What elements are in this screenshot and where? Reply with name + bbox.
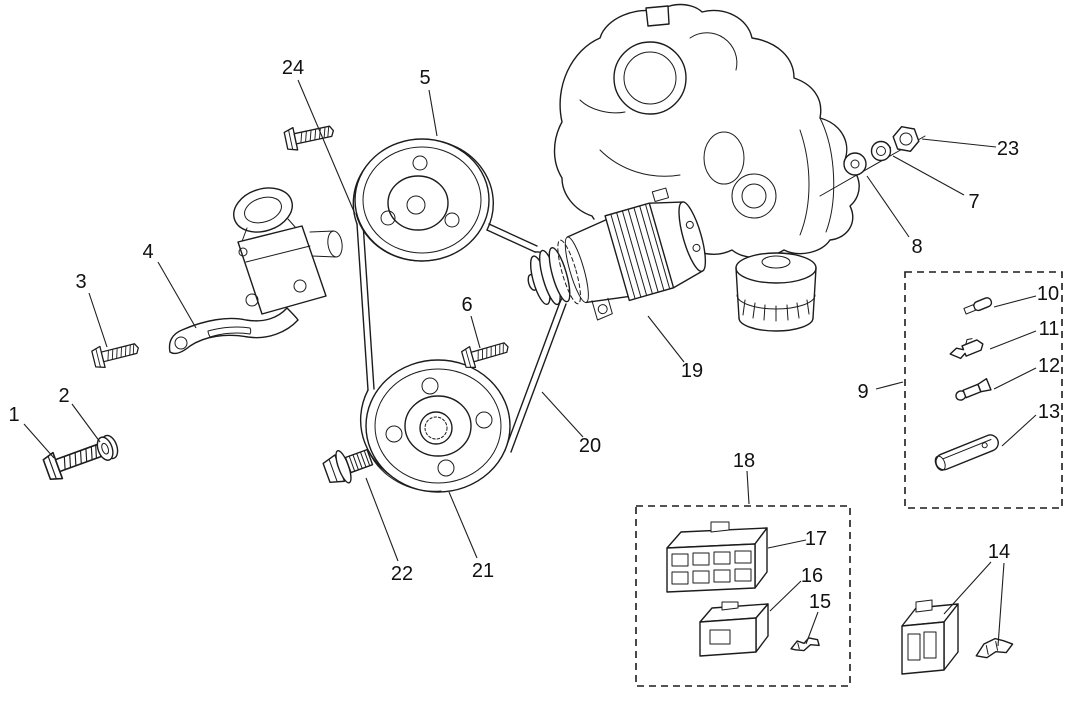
leader-line-22 [365,477,399,562]
leader-line-19 [647,315,685,363]
leader-line-16 [769,580,802,612]
callout-11: 11 [1039,318,1060,340]
callout-10: 10 [1037,283,1059,305]
leader-lines [23,79,1037,647]
leader-line-9 [875,381,904,390]
callout-15: 15 [809,591,831,613]
leader-line-13 [1001,414,1037,447]
callout-13: 13 [1038,401,1060,423]
leader-line-4 [157,261,197,329]
callout-3: 3 [75,271,86,293]
callout-22: 22 [391,563,413,585]
terminal-11 [949,338,984,360]
callout-6: 6 [461,294,472,316]
leader-line-18 [746,470,750,505]
lock-washer-7 [870,140,892,162]
leader-line-3 [88,292,108,348]
engine-block [553,3,860,259]
callout-16: 16 [801,565,823,587]
callout-23: 23 [997,138,1019,160]
leader-line-23 [921,138,997,148]
leader-line-2 [71,403,101,443]
callout-20: 20 [579,435,601,457]
terminal-15 [790,637,820,652]
leader-line-6 [470,315,481,349]
connector-17 [666,521,768,593]
group-boxes [635,271,1063,687]
terminal-12 [955,377,992,401]
callout-24: 24 [282,57,304,79]
callout-4: 4 [142,241,153,263]
leader-line-14 [943,561,992,615]
callout-9: 9 [857,381,868,403]
leader-line-17 [767,539,807,549]
crankshaft-pulley [365,359,511,493]
leader-line-20 [541,391,584,438]
nut-23 [892,126,920,152]
leader-line-10 [993,295,1037,308]
terminal-10 [963,297,993,315]
sleeve-13 [934,434,999,471]
alternator [527,187,711,321]
leader-line-11 [989,330,1037,350]
bolt-3 [90,336,142,371]
bolt-24 [282,118,337,153]
callout-8: 8 [911,236,922,258]
leader-line-7 [892,155,965,196]
washer-2 [96,434,119,461]
callout-18: 18 [733,450,755,472]
terminal-14 [975,637,1014,659]
callout-21: 21 [472,560,494,582]
connector-16 [699,601,769,657]
callout-5: 5 [419,67,430,89]
leader-line-1 [23,423,55,459]
callout-14: 14 [988,541,1010,563]
leader-line-24 [297,79,356,215]
leader-line-12 [993,367,1037,390]
leader-line-14 [997,562,1005,647]
adjust-bolt-6 [460,335,512,371]
connector-parts-box [635,505,851,687]
leader-line-15 [805,611,819,645]
thermostat-housing [233,187,343,315]
leader-line-5 [428,89,438,137]
leader-line-8 [866,175,910,238]
callout-17: 17 [805,528,827,550]
connector-14 [901,599,959,675]
oil-filter [735,252,817,332]
pulley-bolt-22 [322,448,374,484]
callout-12: 12 [1038,355,1060,377]
leader-line-21 [448,491,478,559]
terminal-parts-box [904,271,1063,509]
callout-7: 7 [968,191,979,213]
adjusting-bracket [168,307,299,355]
washer-8 [843,152,867,176]
callout-1: 1 [8,404,19,426]
callout-2: 2 [58,385,69,407]
water-pump-pulley [354,138,490,262]
callout-19: 19 [681,360,703,382]
